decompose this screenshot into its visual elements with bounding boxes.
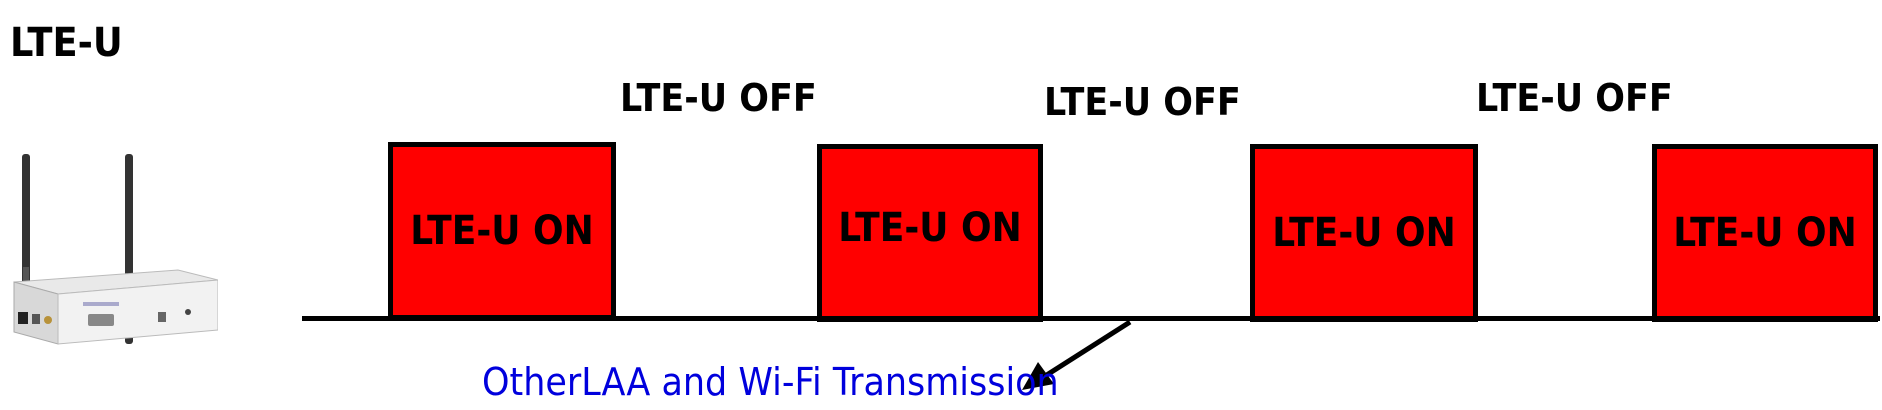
- off-label-2: LTE-U OFF: [1044, 80, 1241, 124]
- wireless-router-icon: [13, 154, 218, 345]
- timeline-baseline: [302, 316, 1880, 321]
- on-label-1: LTE-U ON: [410, 208, 594, 254]
- annotation-label: OtherLAA and Wi-Fi Transmission: [482, 360, 1059, 404]
- on-interval-4: LTE-U ON: [1652, 144, 1878, 322]
- on-label-2: LTE-U ON: [838, 205, 1022, 251]
- on-interval-3: LTE-U ON: [1250, 144, 1478, 322]
- on-interval-1: LTE-U ON: [388, 142, 616, 320]
- off-label-3: LTE-U OFF: [1476, 76, 1673, 120]
- on-interval-2: LTE-U ON: [817, 144, 1043, 322]
- off-label-1: LTE-U OFF: [620, 76, 817, 120]
- on-label-4: LTE-U ON: [1673, 210, 1857, 256]
- diagram-title: LTE-U: [10, 20, 123, 66]
- on-label-3: LTE-U ON: [1272, 210, 1456, 256]
